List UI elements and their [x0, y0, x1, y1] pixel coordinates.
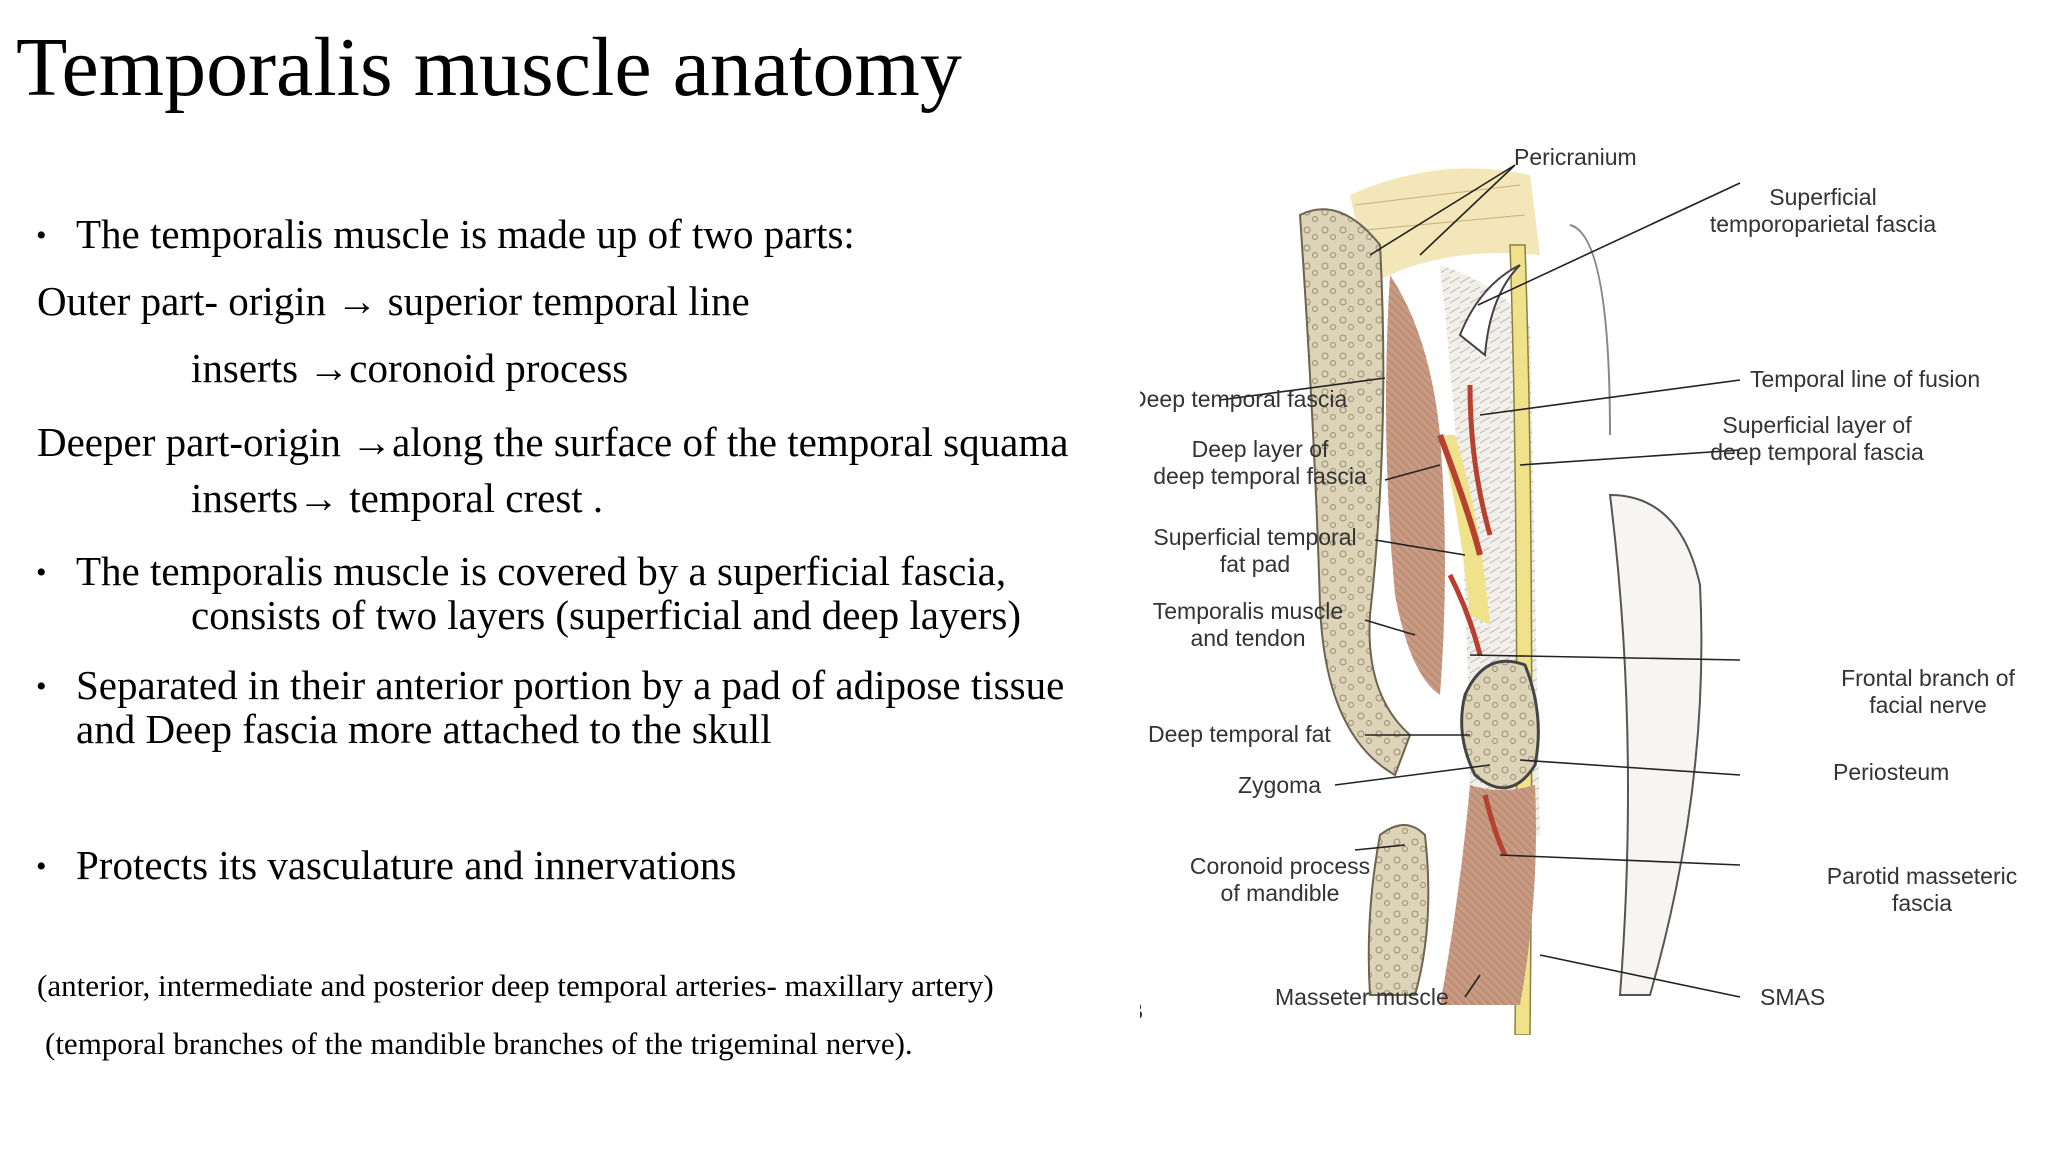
figure-labels: Pericranium Superficial temporoparietal … — [1140, 144, 2017, 1024]
bullet-adipose-line2: and Deep fascia more attached to the sku… — [76, 706, 772, 752]
deep-part-origin: Deeper part-origin →along the surface of… — [37, 419, 1069, 465]
bullet-marker: • — [36, 670, 47, 703]
label-coronoid-1: Coronoid process — [1190, 853, 1370, 879]
label-zygoma: Zygoma — [1238, 772, 1321, 798]
label-deep-temporal-fat: Deep temporal fat — [1148, 721, 1331, 747]
label-frontal-1: Frontal branch of — [1841, 665, 2015, 691]
slide-title: Temporalis muscle anatomy — [16, 21, 962, 114]
label-frontal-2: facial nerve — [1869, 692, 1987, 718]
label-temporoparietal-fascia: temporoparietal fascia — [1710, 211, 1936, 237]
skull-bone — [1298, 208, 1412, 777]
label-sup-layer-1: Superficial layer of — [1722, 412, 1912, 438]
bullet-fascia-line2: consists of two layers (superficial and … — [191, 592, 1021, 638]
label-temporalis-1: Temporalis muscle — [1153, 598, 1343, 624]
note-arteries: (anterior, intermediate and posterior de… — [37, 968, 994, 1003]
label-sup-layer-2: deep temporal fascia — [1710, 439, 1924, 465]
bullet-marker: • — [36, 556, 47, 589]
label-periosteum: Periosteum — [1833, 759, 1949, 785]
label-temporal-line-fusion: Temporal line of fusion — [1750, 366, 1980, 392]
label-leaders — [1219, 164, 1741, 998]
label-coronoid-2: of mandible — [1221, 880, 1340, 906]
pericranium-flap — [1458, 264, 1521, 357]
bullet-protects: Protects its vasculature and innervation… — [76, 842, 737, 888]
label-smas: SMAS — [1760, 984, 1825, 1010]
scalp-layer — [1350, 168, 1540, 285]
masseter-muscle — [1440, 785, 1536, 1005]
panel-letter: B — [1140, 998, 1143, 1024]
ear-outline — [1569, 224, 1703, 996]
label-temporalis-2: and tendon — [1190, 625, 1305, 651]
zygoma-bone — [1460, 659, 1540, 790]
temporalis-muscle — [1386, 275, 1445, 695]
coronoid-process — [1367, 824, 1430, 996]
label-sup-fat-2: fat pad — [1220, 551, 1290, 577]
label-masseter: Masseter muscle — [1275, 984, 1449, 1010]
bullet-marker: • — [36, 219, 47, 252]
label-pericranium: Pericranium — [1514, 144, 1637, 170]
label-deep-layer-2: deep temporal fascia — [1153, 463, 1367, 489]
label-parotid-1: Parotid masseteric — [1827, 863, 2017, 889]
label-sup-fat-1: Superficial temporal — [1153, 524, 1356, 550]
bullet-adipose-line1: Separated in their anterior portion by a… — [76, 662, 1065, 708]
blood-vessels — [1437, 384, 1508, 857]
outer-part-insertion: inserts →coronoid process — [191, 345, 629, 391]
note-nerves: (temporal branches of the mandible branc… — [45, 1026, 913, 1061]
bullet-two-parts: The temporalis muscle is made up of two … — [76, 211, 855, 257]
label-parotid-2: fascia — [1892, 890, 1952, 916]
outer-part-origin: Outer part- origin → superior temporal l… — [37, 278, 750, 324]
bullet-marker: • — [36, 850, 47, 883]
bullet-fascia-line1: The temporalis muscle is covered by a su… — [76, 548, 1007, 594]
label-deep-layer-1: Deep layer of — [1192, 436, 1329, 462]
label-deep-temporal-fascia: Deep temporal fascia — [1140, 386, 1348, 412]
label-superficial: Superficial — [1769, 184, 1876, 210]
deep-part-insertion: inserts→ temporal crest . — [191, 475, 604, 521]
temporalis-cross-section-figure: Pericranium Superficial temporoparietal … — [1140, 144, 2017, 1035]
